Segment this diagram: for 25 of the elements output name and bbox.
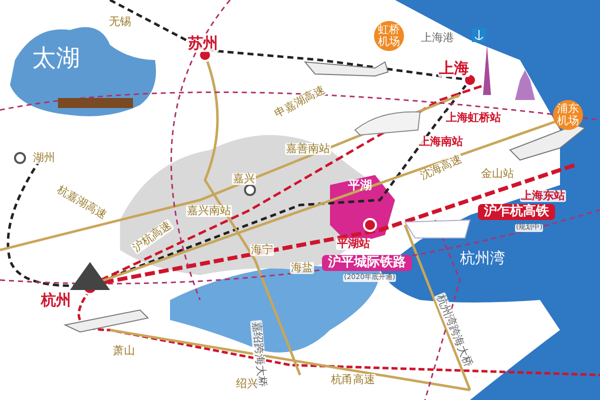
place-label: 湖州 (32, 152, 56, 164)
railway-name-banner: 沪平城际铁路 (322, 255, 412, 272)
station-label: 嘉兴南站 (186, 205, 232, 218)
place-label: 上海港 (420, 32, 455, 44)
place-label: 无锡 (108, 16, 132, 28)
road-label: 杭嘉湖高速 (54, 183, 110, 222)
bay-label: 杭州湾 (460, 250, 505, 266)
lake-label: 太湖 (32, 45, 80, 72)
place-label: 萧山 (112, 345, 136, 358)
station-label: 上海东站 (520, 190, 566, 202)
city-label: 苏州 (187, 35, 219, 52)
place-label: 嘉兴 (232, 173, 256, 186)
place-label: 海盐 (290, 262, 314, 274)
station-label: 金山站 (480, 168, 515, 180)
station-label: 嘉善南站 (285, 143, 331, 156)
place-label: 绍兴 (235, 378, 259, 390)
station-label: 平湖站 (336, 238, 371, 250)
city-label: 上海 (438, 60, 470, 76)
station-label: 上海虹桥站 (445, 112, 502, 124)
railway-name-banner: 沪乍杭高铁 (478, 204, 555, 220)
city-label: 杭州 (40, 292, 72, 308)
road-label: 杭甬高速 (330, 374, 376, 386)
map-pin: 虹桥机场 (374, 21, 404, 51)
place-label: 海宁 (250, 244, 274, 256)
station-label: 上海南站 (418, 136, 464, 148)
